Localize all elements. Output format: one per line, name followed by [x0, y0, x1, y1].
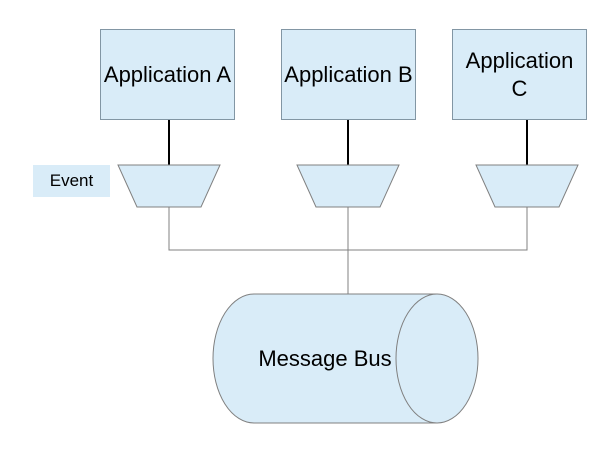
message-bus-cylinder-cap [395, 293, 479, 424]
node-application-b-label: Application B [284, 61, 413, 87]
event-trapezoid-c [475, 164, 579, 208]
message-bus-cylinder-body [212, 293, 438, 424]
node-application-b: Application B [281, 29, 416, 120]
event-trapezoid-a [117, 164, 221, 208]
event-trapezoid-b [296, 164, 400, 208]
event-annotation-text: Event [49, 171, 94, 190]
event-annotation-label: Event [33, 165, 110, 197]
node-application-c: Application C [452, 29, 587, 120]
node-application-a-label: Application A [103, 61, 232, 87]
node-application-a: Application A [100, 29, 235, 120]
node-application-c-label: Application C [465, 47, 574, 101]
